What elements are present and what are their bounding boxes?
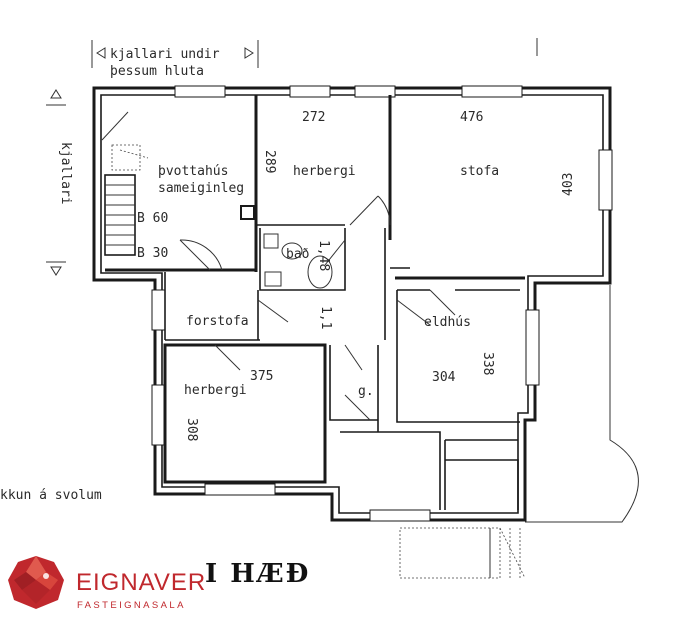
room-label-bedroom-top: herbergi [293,164,356,179]
dim-375: 375 [250,369,273,384]
basement-side-note: kjallari [58,142,73,205]
terrace [399,285,639,579]
room-labels: þvottahús sameiginleg B 60 B 30 herbergi… [137,164,499,399]
outer-walls [92,86,612,522]
dim-148: 1,48 [316,240,331,271]
brand-logo: EIGNAVER FASTEIGNASALA [8,556,206,611]
basement-note-line2: þessum hluta [110,64,204,79]
room-label-laundry-1: þvottahús [158,164,228,179]
dim-289: 289 [262,150,277,173]
dim-304: 304 [432,370,456,385]
room-label-bedroom-bottom: herbergi [184,383,247,398]
windows [151,85,613,522]
interior-walls [105,95,525,510]
balcony-note: kkun á svolum [0,488,102,503]
brand-subtitle: FASTEIGNASALA [77,600,186,611]
stair-label-b60: B 60 [137,211,168,226]
room-label-living-room: stofa [460,164,499,179]
stair-label-b30: B 30 [137,246,168,261]
dim-476: 476 [460,110,483,125]
room-label-bath: bað [286,247,309,262]
dim-403: 403 [561,173,576,196]
dim-272: 272 [302,110,325,125]
room-label-laundry-2: sameiginleg [158,181,244,196]
gem-icon [8,556,64,609]
floor-title: I HÆÐ [205,559,310,589]
chimney [240,205,255,220]
room-label-closet: g. [358,384,374,399]
dimension-labels: 289 272 476 403 1,48 1,1 375 308 304 338 [184,110,576,441]
room-label-kitchen: eldhús [424,315,471,330]
room-label-hall: forstofa [186,314,249,329]
basement-top-marker: kjallari undir þessum hluta [91,38,538,79]
bath-fixtures [263,233,333,289]
staircase [104,144,149,256]
basement-note-line1: kjallari undir [110,47,220,62]
dim-11: 1,1 [318,306,333,329]
dim-338: 338 [480,352,495,375]
dim-308: 308 [184,418,199,441]
brand-name: EIGNAVER [76,569,206,596]
basement-side-marker: kjallari [46,89,73,276]
doors [101,111,456,421]
